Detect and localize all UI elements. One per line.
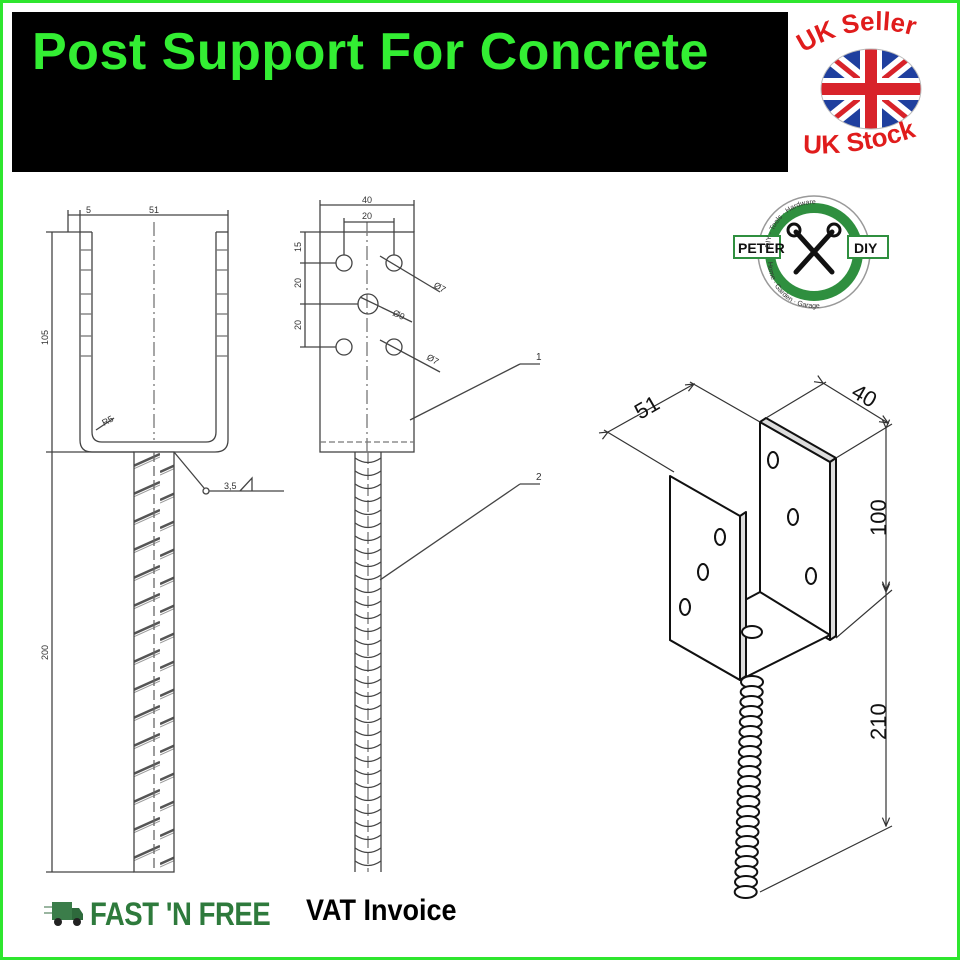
side-dim-spacing: 20 xyxy=(362,211,372,221)
rebar-rib xyxy=(354,756,382,763)
rebar-rib xyxy=(354,730,382,737)
callout-2: 2 xyxy=(536,472,542,483)
iso-dim-width: 51 xyxy=(630,390,664,424)
iso-dim-height: 100 xyxy=(866,499,891,536)
rebar-rib xyxy=(354,496,382,503)
side-view-drawing xyxy=(300,200,540,872)
rebar-rib xyxy=(354,652,382,659)
hole-label-small-1: Ø7 xyxy=(432,280,447,295)
rebar-rib xyxy=(354,834,382,841)
rebar-rib xyxy=(354,509,382,516)
rebar-rib xyxy=(354,561,382,568)
side-dim-gap1: 20 xyxy=(293,278,303,288)
iso-dim-rod: 210 xyxy=(866,703,891,740)
peter-diy-logo: PETER DIY DIY · Tools · Hardware Home · … xyxy=(733,195,889,310)
delivery-truck-icon xyxy=(44,902,83,926)
rebar-rib xyxy=(354,795,382,802)
front-dim-rod: 200 xyxy=(40,645,50,660)
vat-invoice-label: VAT Invoice xyxy=(306,894,457,927)
iso-dimensions xyxy=(604,382,893,893)
rebar-rib xyxy=(354,860,382,867)
rebar-rib xyxy=(354,548,382,555)
rebar-rib xyxy=(354,717,382,724)
front-dim-width: 51 xyxy=(149,205,159,215)
shipping-badge: FAST 'N FREE xyxy=(44,892,300,936)
page-title: Post Support For Concrete xyxy=(32,23,709,81)
iso-dim-depth: 40 xyxy=(848,379,882,413)
rebar-rib xyxy=(354,626,382,633)
rebar-rib xyxy=(354,808,382,815)
side-rebar-ribs xyxy=(354,457,382,867)
side-dim-top: 15 xyxy=(293,242,303,252)
rebar-rib xyxy=(354,782,382,789)
rebar-rib xyxy=(354,847,382,854)
shipping-label: FAST 'N FREE xyxy=(90,895,271,932)
logo-right-text: DIY xyxy=(854,240,878,256)
rebar-rib xyxy=(354,574,382,581)
rebar-rib xyxy=(354,535,382,542)
rebar-rib xyxy=(354,457,382,464)
front-dim-height: 105 xyxy=(40,330,50,345)
front-dim-flange: 5 xyxy=(86,205,91,215)
rebar-rib xyxy=(354,743,382,750)
side-dim-gap2: 20 xyxy=(293,320,303,330)
rebar-rib xyxy=(354,665,382,672)
crossed-wrenches-icon xyxy=(786,222,842,275)
rebar-rib xyxy=(354,639,382,646)
union-jack-flag-icon xyxy=(821,49,921,129)
rebar-rib xyxy=(354,522,382,529)
front-weld-label: 3,5 xyxy=(224,481,237,491)
rebar-coil xyxy=(733,885,758,899)
front-radius-label: R5 xyxy=(100,414,115,428)
rebar-rib xyxy=(354,704,382,711)
rebar-rib xyxy=(354,691,382,698)
side-dim-width: 40 xyxy=(362,195,372,205)
logo-left-text: PETER xyxy=(738,240,785,256)
hole-label-large: Ø9 xyxy=(391,308,406,322)
rebar-rib xyxy=(354,769,382,776)
front-view-drawing xyxy=(46,210,284,873)
uk-seller-badge: UK Seller UK Stock xyxy=(791,7,922,160)
rebar-rib xyxy=(354,600,382,607)
rebar-rib xyxy=(354,470,382,477)
rebar-rib xyxy=(354,678,382,685)
rebar-rib xyxy=(354,483,382,490)
rebar-rib xyxy=(354,587,382,594)
callout-1: 1 xyxy=(536,352,542,363)
rebar-rib xyxy=(354,613,382,620)
rebar-rib xyxy=(354,821,382,828)
title-banner: Post Support For Concrete xyxy=(12,12,788,172)
iso-rebar xyxy=(733,675,764,899)
isometric-view-drawing xyxy=(669,417,837,681)
